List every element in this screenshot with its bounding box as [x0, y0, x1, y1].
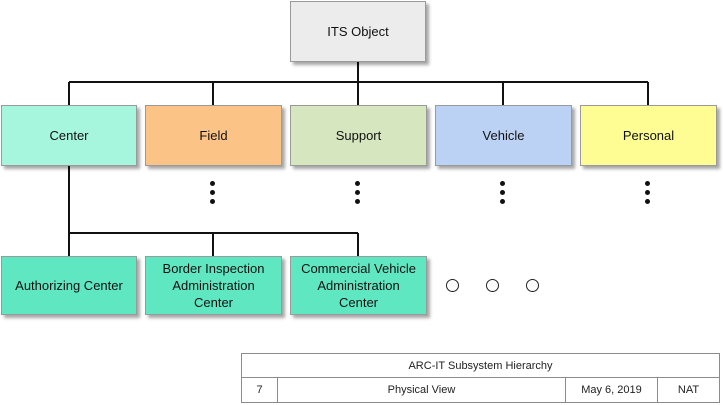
class-node-vehicle: Vehicle	[435, 105, 572, 166]
class-label: Support	[335, 128, 382, 143]
class-label: Field	[199, 128, 228, 143]
class-label: Personal	[622, 128, 675, 143]
ellipsis-support	[355, 181, 361, 208]
more-circle	[446, 279, 459, 292]
more-circle	[526, 279, 539, 292]
title-block-date: May 6, 2019	[565, 378, 657, 402]
root-label: ITS Object	[327, 24, 389, 39]
more-circle	[486, 279, 499, 292]
ellipsis-field	[210, 181, 216, 208]
title-block-author: NAT	[657, 378, 719, 402]
class-node-support: Support	[290, 105, 427, 166]
ellipsis-personal	[645, 181, 651, 208]
class-node-personal: Personal	[580, 105, 717, 166]
title-block: ARC-IT Subsystem Hierarchy 7 Physical Vi…	[241, 353, 720, 403]
class-node-field: Field	[145, 105, 282, 166]
class-label: Vehicle	[482, 128, 525, 143]
subsystem-border-inspection: Border Inspection Administration Center	[145, 256, 282, 315]
title-block-number: 7	[256, 384, 263, 396]
ellipsis-vehicle	[500, 181, 506, 208]
root-node: ITS Object	[290, 1, 426, 62]
subsystem-authorizing-center: Authorizing Center	[1, 256, 137, 315]
subsystem-commercial-vehicle: Commercial Vehicle Administration Center	[290, 256, 427, 315]
subsystem-label: Commercial Vehicle Administration Center	[301, 261, 416, 310]
subsystem-label: Authorizing Center	[15, 278, 123, 293]
subsystem-label: Border Inspection Administration Center	[162, 261, 265, 310]
title-block-view: Physical View	[277, 378, 565, 402]
class-node-center: Center	[1, 105, 137, 166]
title-block-title: ARC-IT Subsystem Hierarchy	[242, 354, 719, 378]
class-label: Center	[49, 128, 89, 143]
